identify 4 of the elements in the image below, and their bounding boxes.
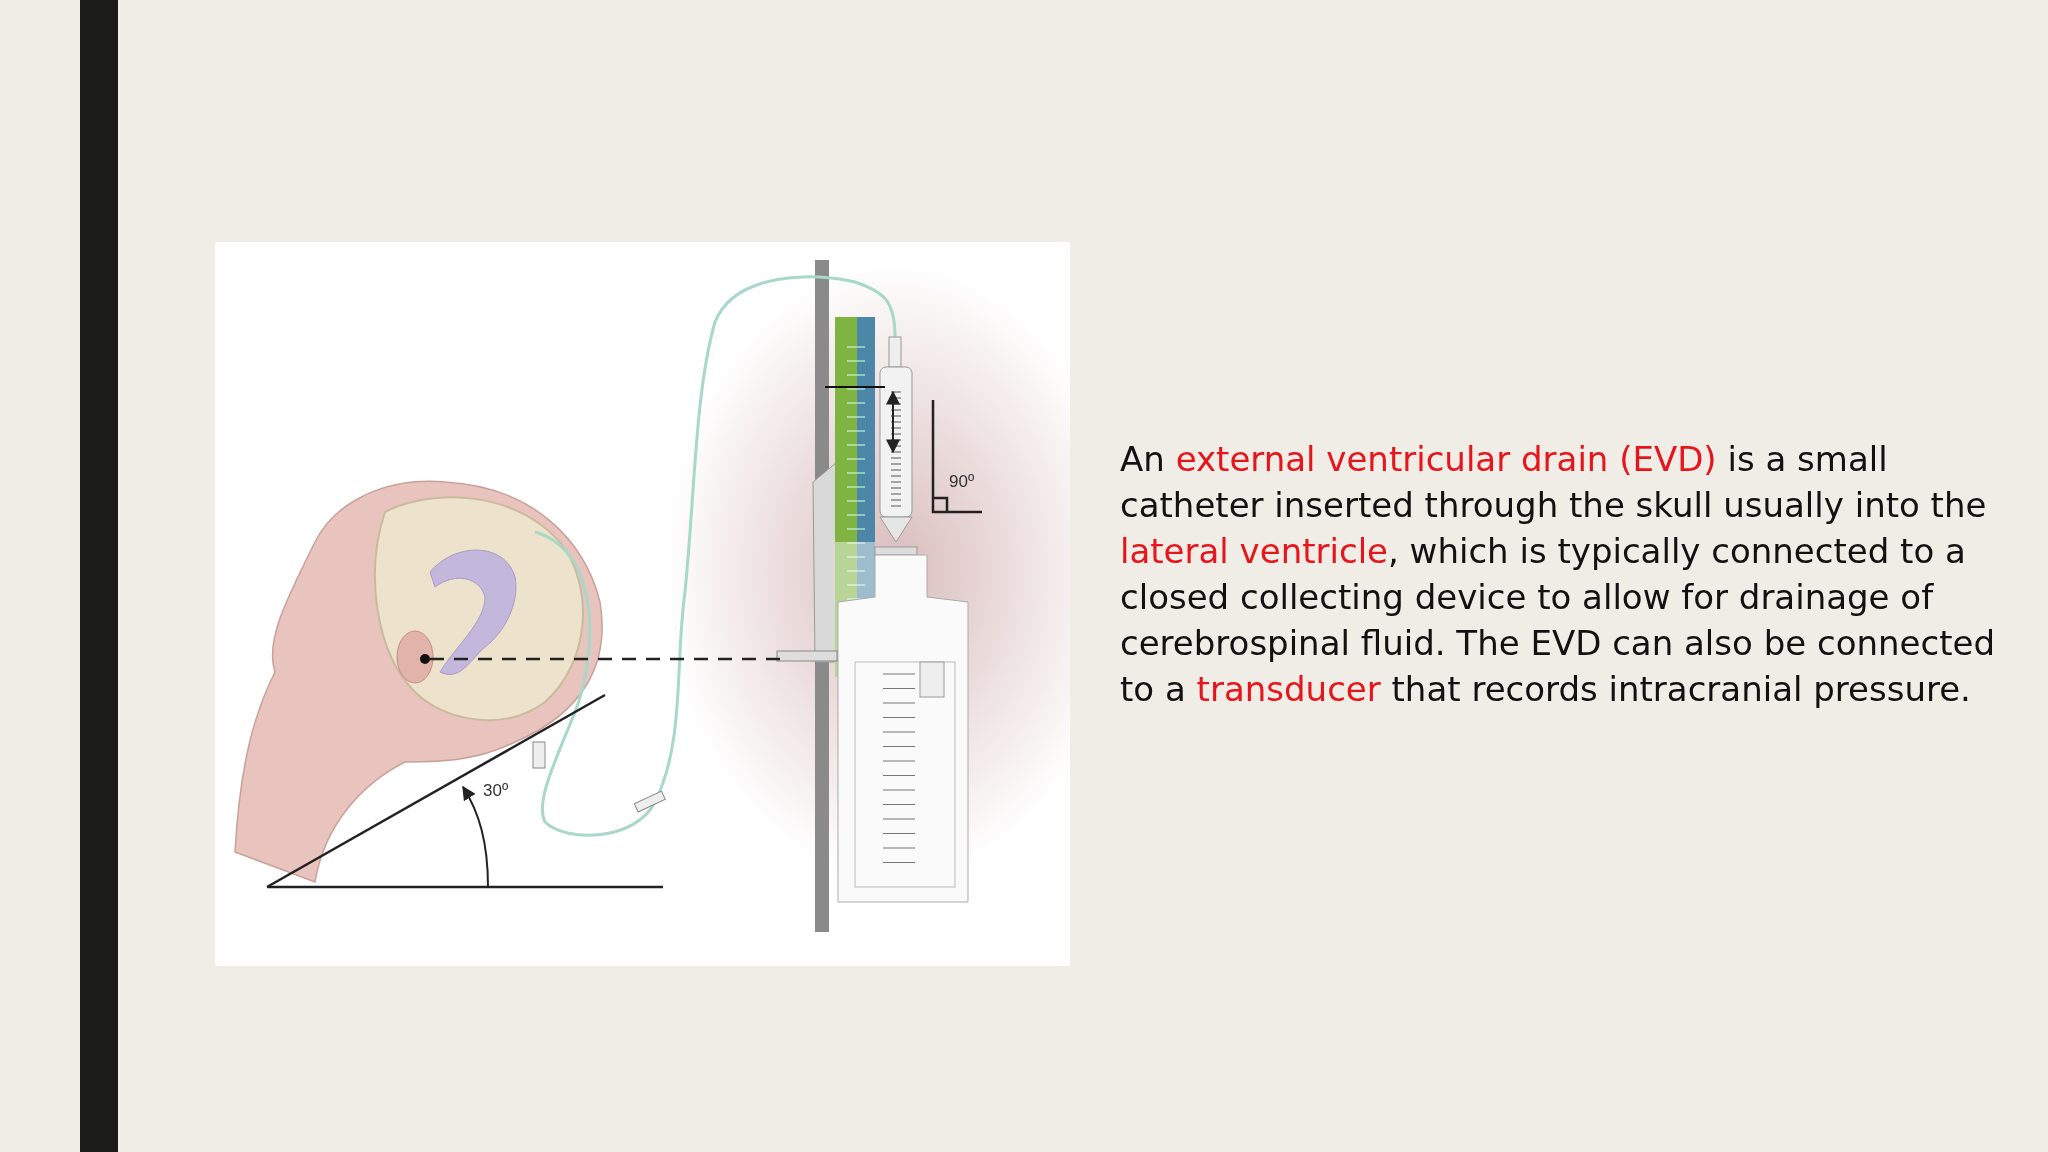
description-paragraph: An external ventricular drain (EVD) is a small catheter inserted through the skull usually into the lateral ventricle, which is typically connected to a closed collecting device to allow for drainage of cerebrospinal fluid. The EVD can also be connected to a transducer that records intracranial pressure. [1120, 438, 1996, 711]
angle-label: 30º [483, 781, 509, 801]
side-bar [80, 0, 118, 1152]
angle-label: 90º [949, 472, 975, 492]
